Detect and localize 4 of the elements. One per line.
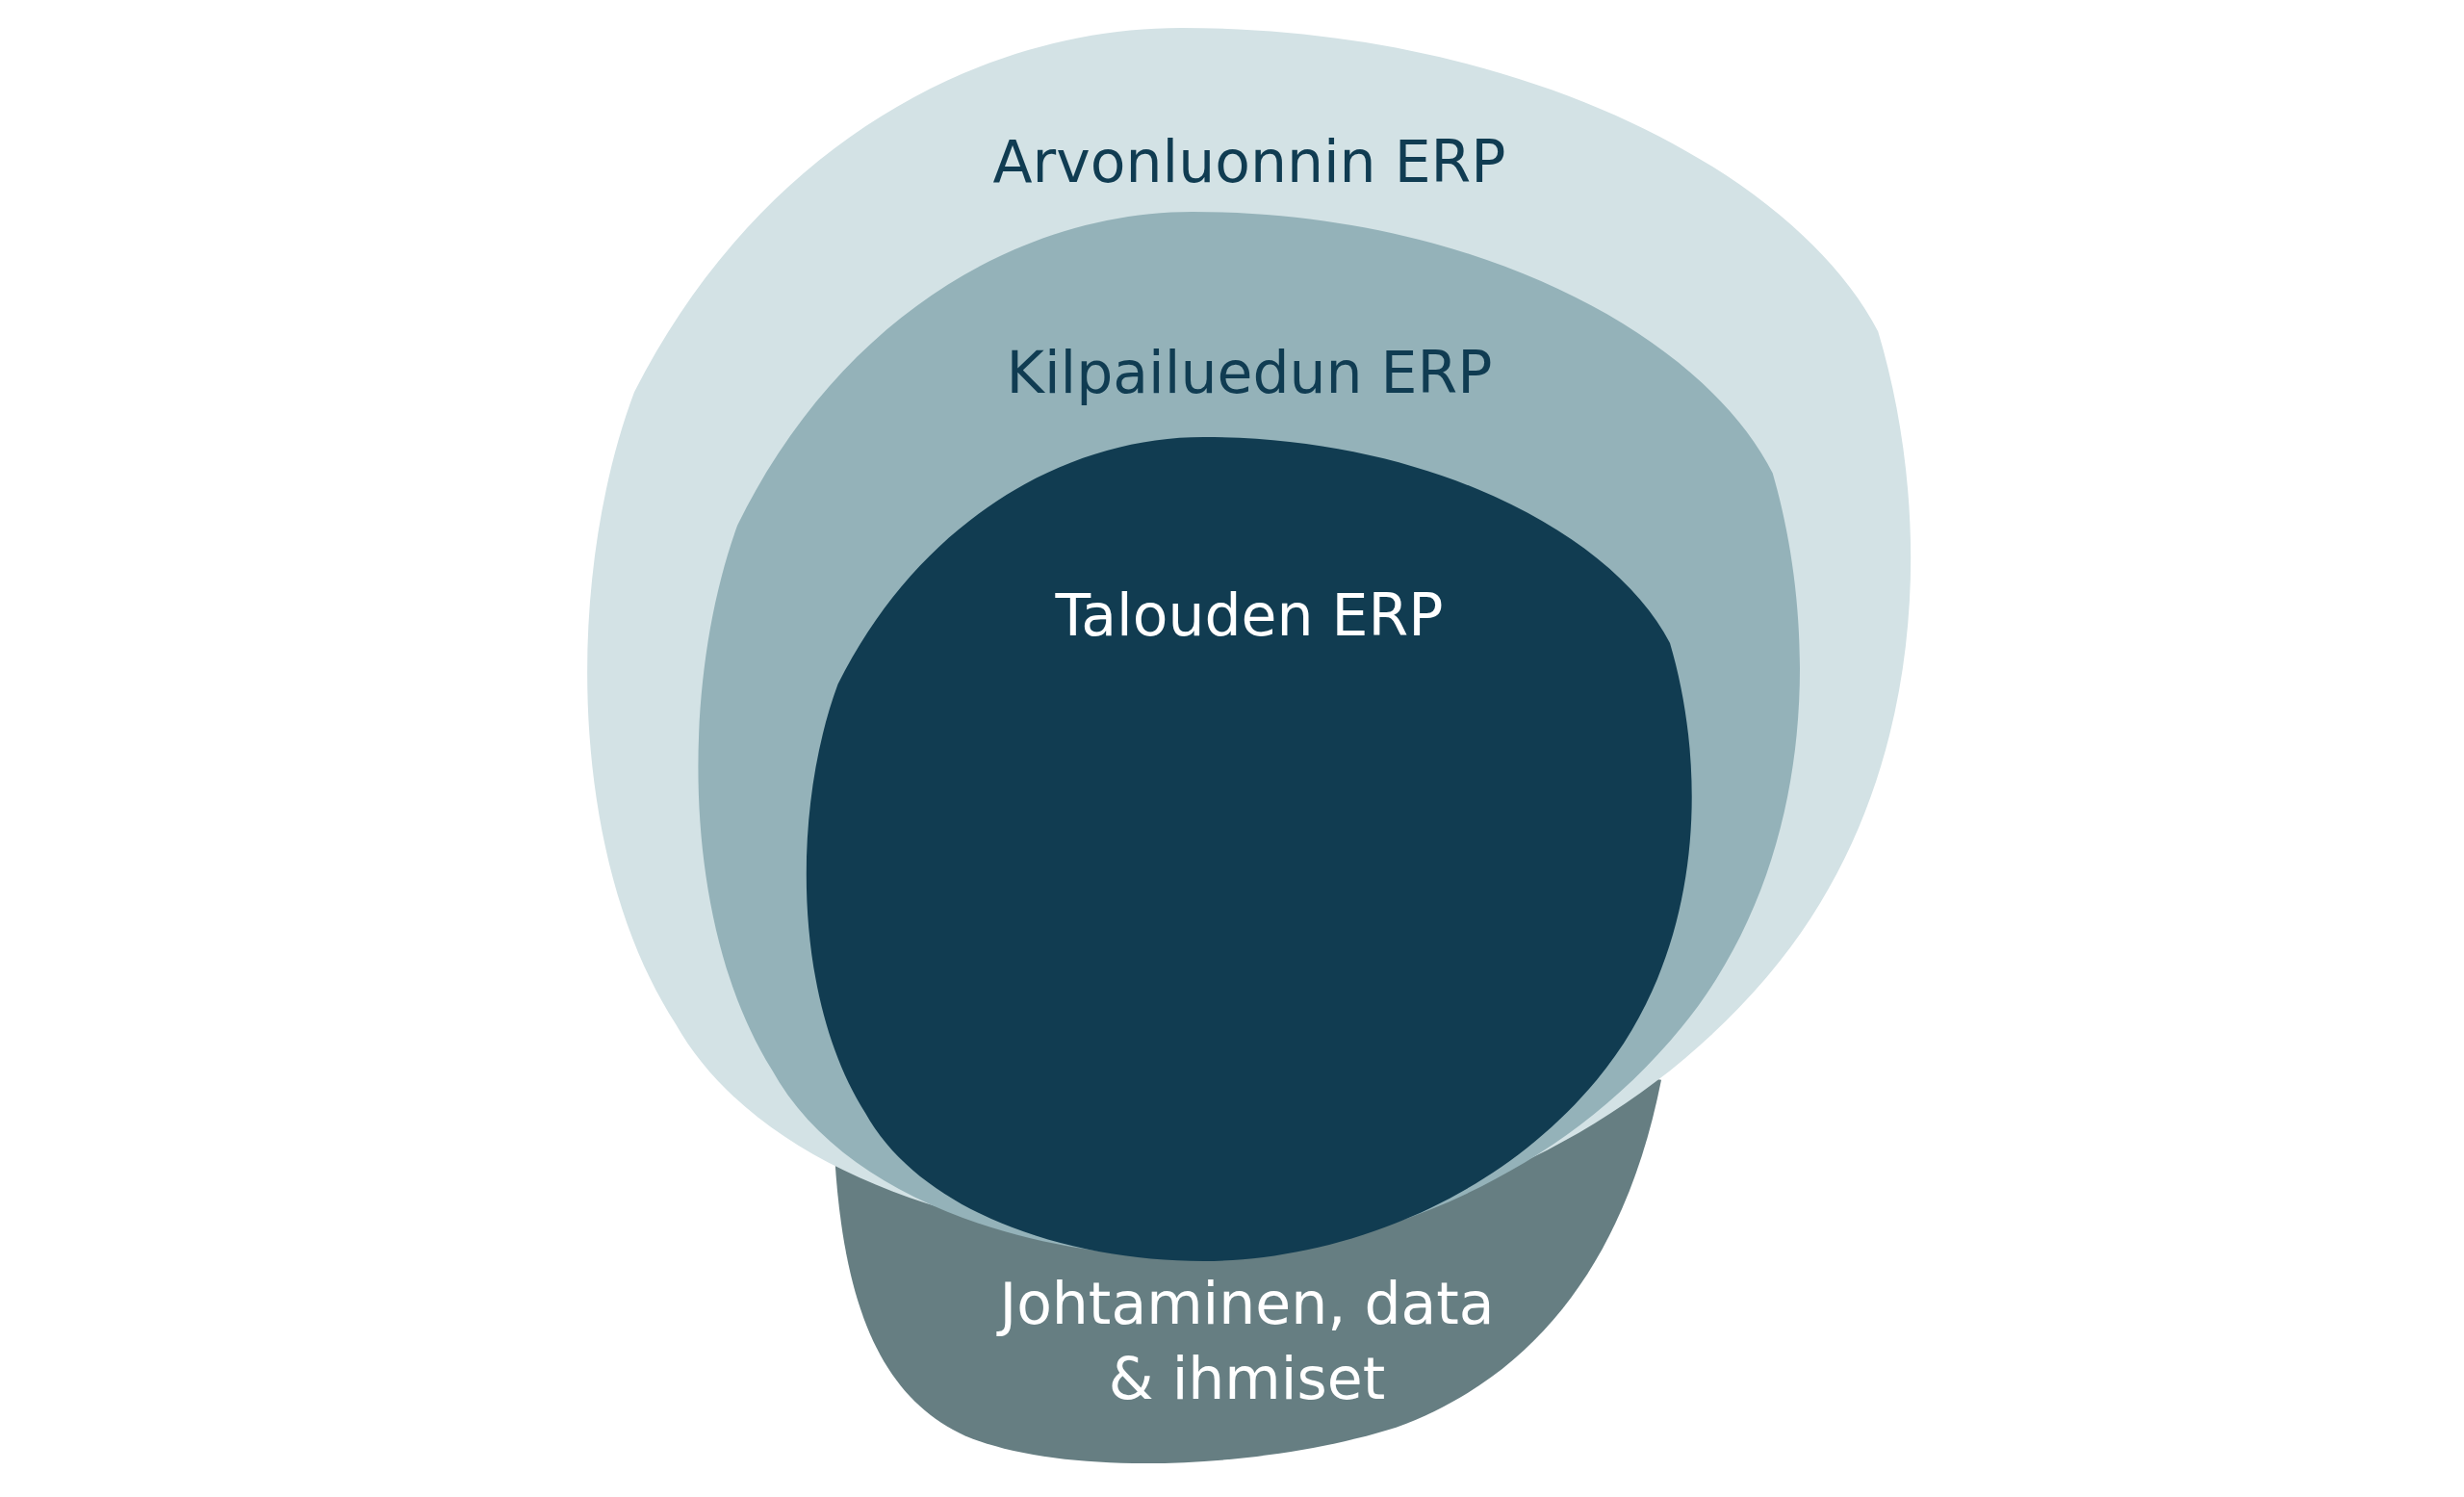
node-label: Talouden ERP [1054,581,1445,651]
node-label: Kilpailuedun ERP [1005,338,1494,408]
node-label: Arvonluonnin ERP [991,127,1507,197]
node-label: Johtaminen, data & ihmiset [977,1266,1517,1416]
